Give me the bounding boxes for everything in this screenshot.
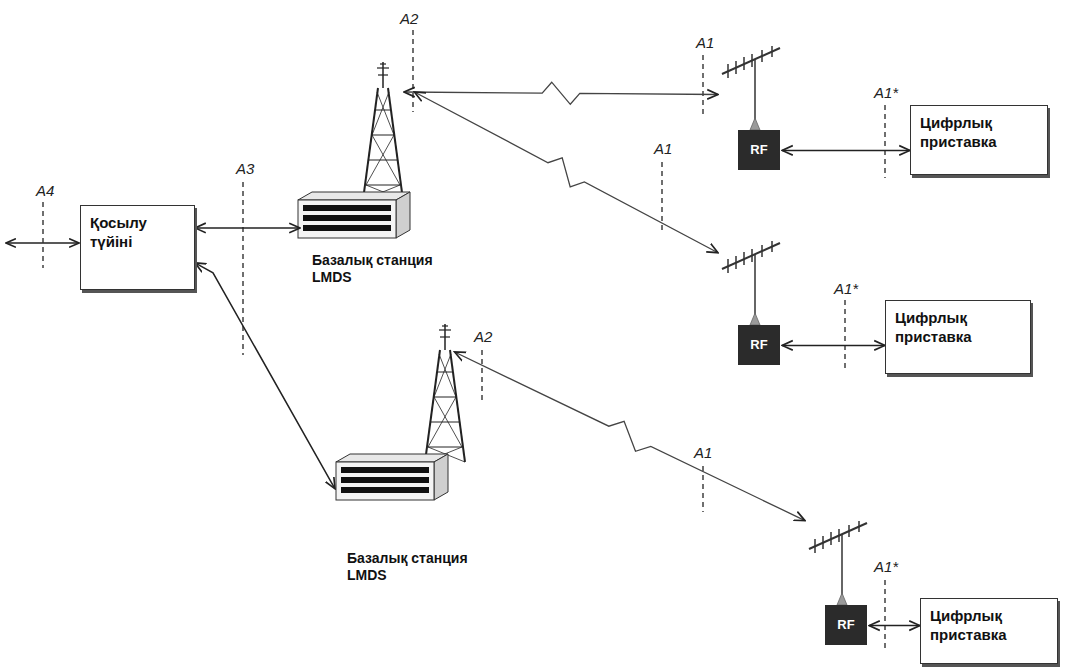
radio-link xyxy=(455,352,805,521)
reference-point-label: A1 xyxy=(694,34,716,51)
reference-point-label: A1* xyxy=(872,84,900,101)
reference-point-label: A1 xyxy=(652,140,674,157)
reference-point-label: A4 xyxy=(34,182,56,199)
base-station: Базалық станция LMDS xyxy=(335,352,465,592)
set-top-box: Цифрлық приставка xyxy=(885,300,1031,374)
reference-point-label: A1 xyxy=(692,444,714,461)
rf-unit: RF xyxy=(718,45,782,172)
reference-point-label: A2 xyxy=(472,328,494,345)
wired-link xyxy=(782,150,910,152)
rf-unit: RF xyxy=(805,508,869,648)
box-label: Қосылу түйіні xyxy=(90,214,185,252)
wired-link xyxy=(195,227,300,229)
rf-label: RF xyxy=(738,325,780,365)
wired-link xyxy=(869,625,920,627)
wired-link xyxy=(782,345,885,347)
reference-point-label: A1* xyxy=(832,280,860,297)
radio-link xyxy=(404,82,718,104)
radio-link xyxy=(414,92,718,253)
station-label: Базалық станция LMDS xyxy=(347,550,477,584)
wired-link xyxy=(195,263,335,489)
rf-label: RF xyxy=(825,605,867,645)
base-station: Базалық станция LMDS xyxy=(300,92,430,292)
station-label: Базалық станция LMDS xyxy=(312,252,442,286)
set-top-box: Цифрлық приставка xyxy=(920,598,1058,664)
set-top-box: Цифрлық приставка xyxy=(910,105,1048,175)
reference-point-label: A1* xyxy=(872,558,900,575)
reference-point-label: A3 xyxy=(234,160,256,177)
reference-point-label: A2 xyxy=(398,10,420,27)
rf-unit: RF xyxy=(718,240,782,367)
box-label: Цифрлық приставка xyxy=(930,607,1048,645)
node-box: Қосылу түйіні xyxy=(80,205,195,290)
box-label: Цифрлық приставка xyxy=(895,309,1021,347)
rf-label: RF xyxy=(738,130,780,170)
box-label: Цифрлық приставка xyxy=(920,114,1038,152)
